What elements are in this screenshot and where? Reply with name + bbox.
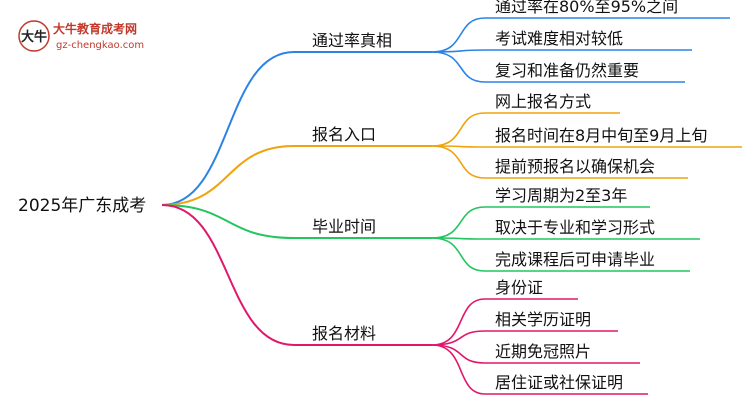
leaf-connector	[431, 298, 486, 346]
leaf-connector	[431, 112, 486, 147]
leaf-connector	[431, 206, 486, 239]
leaf-label: 考试难度相对较低	[495, 29, 623, 48]
branch-connector	[161, 204, 295, 346]
leaf-label: 相关学历证明	[495, 310, 591, 329]
logo-mark-text: 大牛	[21, 29, 47, 45]
leaf-label: 复习和准备仍然重要	[495, 61, 639, 80]
leaf-connector	[431, 237, 486, 272]
leaf-connector	[431, 145, 486, 179]
root-topic: 2025年广东成考	[18, 196, 146, 216]
logo: 大牛 大牛教育成考网 gz-chengkao.com	[18, 20, 144, 52]
leaf-label: 通过率在80%至95%之间	[495, 0, 678, 16]
leaf-connector	[431, 344, 486, 395]
leaf-label: 网上报名方式	[495, 92, 591, 111]
branch-label: 报名材料	[312, 324, 376, 343]
branch-links	[161, 17, 742, 395]
leaf-label: 报名时间在8月中旬至9月上旬	[495, 126, 707, 145]
leaf-label: 完成课程后可申请毕业	[495, 250, 655, 269]
branch-connector	[161, 145, 295, 206]
leaf-label: 提前预报名以确保机会	[495, 157, 655, 176]
logo-title: 大牛教育成考网	[53, 21, 137, 36]
leaf-label: 近期免冠照片	[495, 342, 591, 361]
leaf-label: 居住证或社保证明	[495, 373, 623, 392]
branch-label: 毕业时间	[312, 217, 376, 236]
leaf-connector	[431, 17, 486, 53]
logo-mark-icon: 大牛	[18, 20, 50, 52]
branch-connector	[161, 51, 295, 206]
leaf-connector	[431, 344, 486, 364]
leaf-label: 取决于专业和学习形式	[495, 218, 655, 237]
leaf-label: 学习周期为2至3年	[495, 186, 627, 205]
branch-label: 报名入口	[312, 125, 376, 144]
leaf-label: 身份证	[495, 278, 543, 297]
logo-url: gz-chengkao.com	[56, 40, 144, 51]
leaf-connector	[431, 51, 486, 83]
leaf-connector	[431, 330, 486, 346]
branch-connector	[161, 204, 295, 239]
branch-label: 通过率真相	[312, 31, 392, 50]
